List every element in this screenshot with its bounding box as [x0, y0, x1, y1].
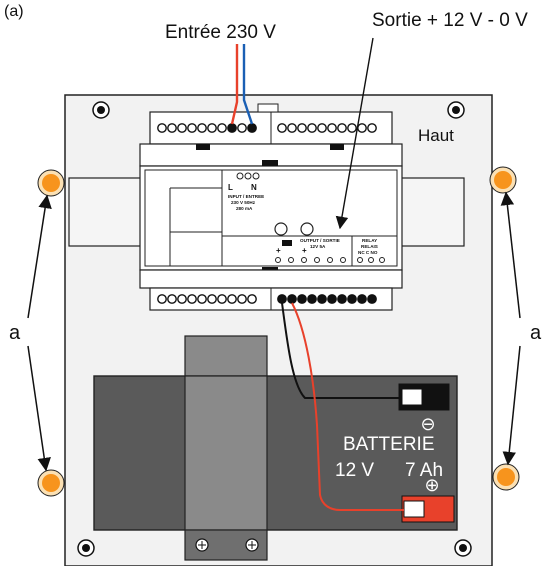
battery-minus-symbol: ⊖	[420, 414, 435, 434]
output-pointer-arrow	[335, 37, 374, 230]
top-orientation-label: Haut	[418, 126, 454, 145]
rail-bracket-left	[68, 177, 150, 247]
screw-top-left-icon	[92, 101, 110, 119]
rail-bracket-right	[391, 177, 465, 247]
battery-strap-top	[184, 335, 268, 379]
output-rating-line1: OUTPUT / SORTIE	[300, 238, 340, 243]
relay-label-line2: RELAIS	[361, 244, 378, 249]
output-wire-black	[281, 302, 402, 399]
bottom-terminal-screws	[157, 294, 377, 304]
panel-label: (a)	[4, 3, 24, 20]
input-rating-line3: 280 mA	[236, 206, 253, 211]
plate-screw-icons	[77, 101, 472, 557]
indicator-led-right-icon	[300, 222, 314, 236]
input-rating-line1: INPUT / ENTREE	[228, 194, 264, 199]
pointer-arrow-right-down	[502, 345, 521, 466]
terminal-l-label: L	[228, 183, 233, 192]
pointer-label-right: a	[530, 322, 542, 344]
battery-capacity: 7 Ah	[405, 460, 443, 481]
mount-point-bottom-left-icon	[37, 469, 65, 497]
output-label: Sortie + 12 V - 0 V	[372, 10, 528, 31]
svg-text:+: +	[276, 246, 281, 255]
screw-bottom-right-icon	[454, 539, 472, 557]
battery-voltage: 12 V	[335, 460, 374, 481]
mount-point-bottom-right-icon	[492, 463, 520, 491]
battery-plus-symbol: ⊕	[424, 475, 439, 495]
relay-label-line1: RELAY	[362, 238, 377, 243]
input-label: Entrée 230 V	[165, 22, 276, 43]
battery-name: BATTERIE	[343, 434, 435, 455]
pointer-arrow-right-up	[500, 191, 521, 319]
indicator-led-left-icon	[274, 222, 288, 236]
terminal-n-label: N	[251, 183, 257, 192]
battery-body	[93, 375, 458, 531]
input-wire-blue	[242, 44, 254, 125]
screw-bottom-left-icon	[77, 539, 95, 557]
pointer-label-left: a	[9, 322, 21, 344]
input-wire-red	[230, 44, 239, 125]
output-wire-red	[291, 302, 404, 511]
battery-strap-front	[184, 375, 268, 531]
mount-point-top-left-icon	[37, 169, 65, 197]
screw-top-right-icon	[447, 101, 465, 119]
power-supply-module: L N INPUT / ENTREE 230 V 50Hz 280 mA OUT…	[139, 103, 403, 311]
output-rating-line2: 12V 5A	[310, 244, 326, 249]
pointer-arrow-left-up	[27, 194, 52, 319]
strap-screw-right-icon	[245, 538, 259, 552]
strap-screw-left-icon	[195, 538, 209, 552]
battery-positive-terminal	[401, 495, 455, 523]
svg-text:+: +	[302, 246, 307, 255]
module-body	[139, 165, 403, 271]
input-rating-line2: 230 V 50Hz	[231, 200, 256, 205]
pointer-arrow-left-down	[27, 345, 51, 472]
relay-contacts-label: NC C NO	[358, 250, 378, 255]
mount-point-top-right-icon	[489, 166, 517, 194]
